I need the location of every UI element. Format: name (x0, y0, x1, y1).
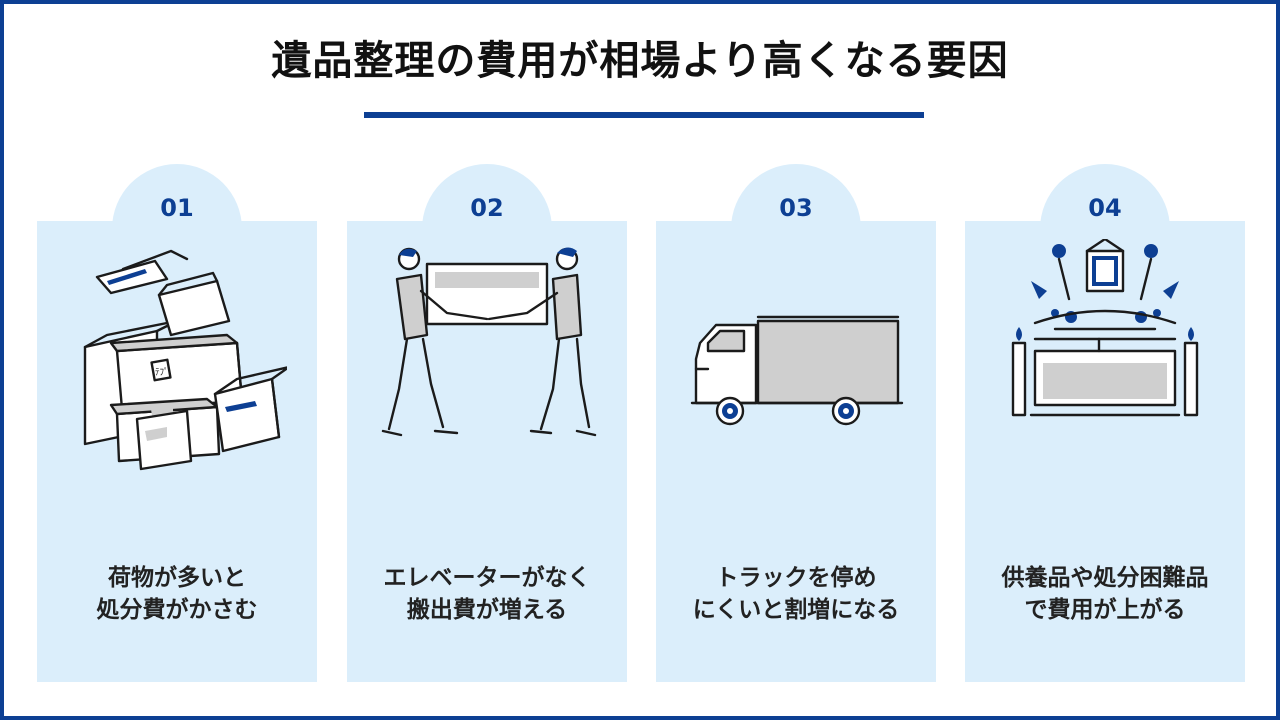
card-caption: エレベーターがなく 搬出費が増える (347, 562, 627, 626)
box-label: ﾃﾌﾟ (155, 367, 169, 378)
card-number: 03 (779, 194, 813, 222)
card-number: 01 (160, 194, 194, 222)
caption-line-1: 荷物が多いと (108, 565, 246, 591)
caption-line-2: 処分費がかさむ (96, 597, 258, 623)
caption-line-1: 供養品や処分困難品 (1001, 565, 1209, 591)
card-caption: 供養品や処分困難品 で費用が上がる (965, 562, 1245, 626)
buddhist-altar-icon (1011, 239, 1199, 417)
factor-card-1: 01 ﾃﾌﾟ (37, 164, 317, 682)
caption-line-2: で費用が上がる (1024, 597, 1186, 623)
factor-card-3: 03 トラックを停め にくいと割増になる (656, 164, 936, 682)
stacked-boxes-icon: ﾃﾌﾟ (83, 249, 287, 471)
title-underline (364, 112, 924, 118)
factor-card-2: 02 エレベーターがなく (347, 164, 627, 682)
caption-line-1: エレベーターがなく (383, 565, 591, 591)
card-number: 04 (1088, 194, 1122, 222)
two-movers-carrying-icon (381, 247, 597, 437)
card-body (656, 221, 936, 682)
card-body (965, 221, 1245, 682)
card-number: 02 (470, 194, 504, 222)
factor-card-4: 04 (965, 164, 1245, 682)
truck-icon (690, 315, 904, 426)
caption-line-2: 搬出費が増える (406, 597, 568, 623)
card-caption: トラックを停め にくいと割増になる (656, 562, 936, 626)
page-title: 遺品整理の費用が相場より高くなる要因 (271, 38, 1009, 84)
caption-line-1: トラックを停め (715, 565, 877, 591)
card-caption: 荷物が多いと 処分費がかさむ (37, 562, 317, 626)
caption-line-2: にくいと割増になる (692, 597, 900, 623)
